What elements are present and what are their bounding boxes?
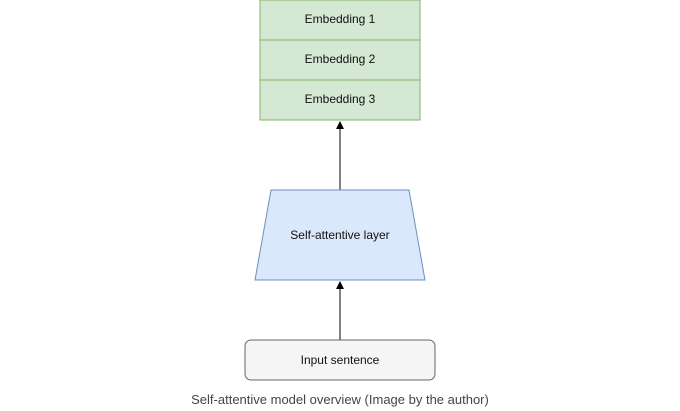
input-sentence-box	[244, 339, 436, 381]
embedding-box-2	[259, 39, 421, 81]
figure-caption: Self-attentive model overview (Image by …	[191, 392, 489, 407]
self-attentive-layer-shape	[254, 189, 426, 281]
embedding-box-1	[259, 0, 421, 41]
embedding-label-2: Embedding 2	[305, 52, 376, 66]
embedding-stack: Embedding 1 Embedding 2 Embedding 3	[259, 0, 421, 121]
input-sentence-label: Input sentence	[301, 353, 380, 367]
embedding-label-3: Embedding 3	[305, 92, 376, 106]
self-attentive-layer-label: Self-attentive layer	[290, 228, 389, 242]
embedding-box-3	[259, 79, 421, 121]
embedding-label-1: Embedding 1	[305, 12, 376, 26]
